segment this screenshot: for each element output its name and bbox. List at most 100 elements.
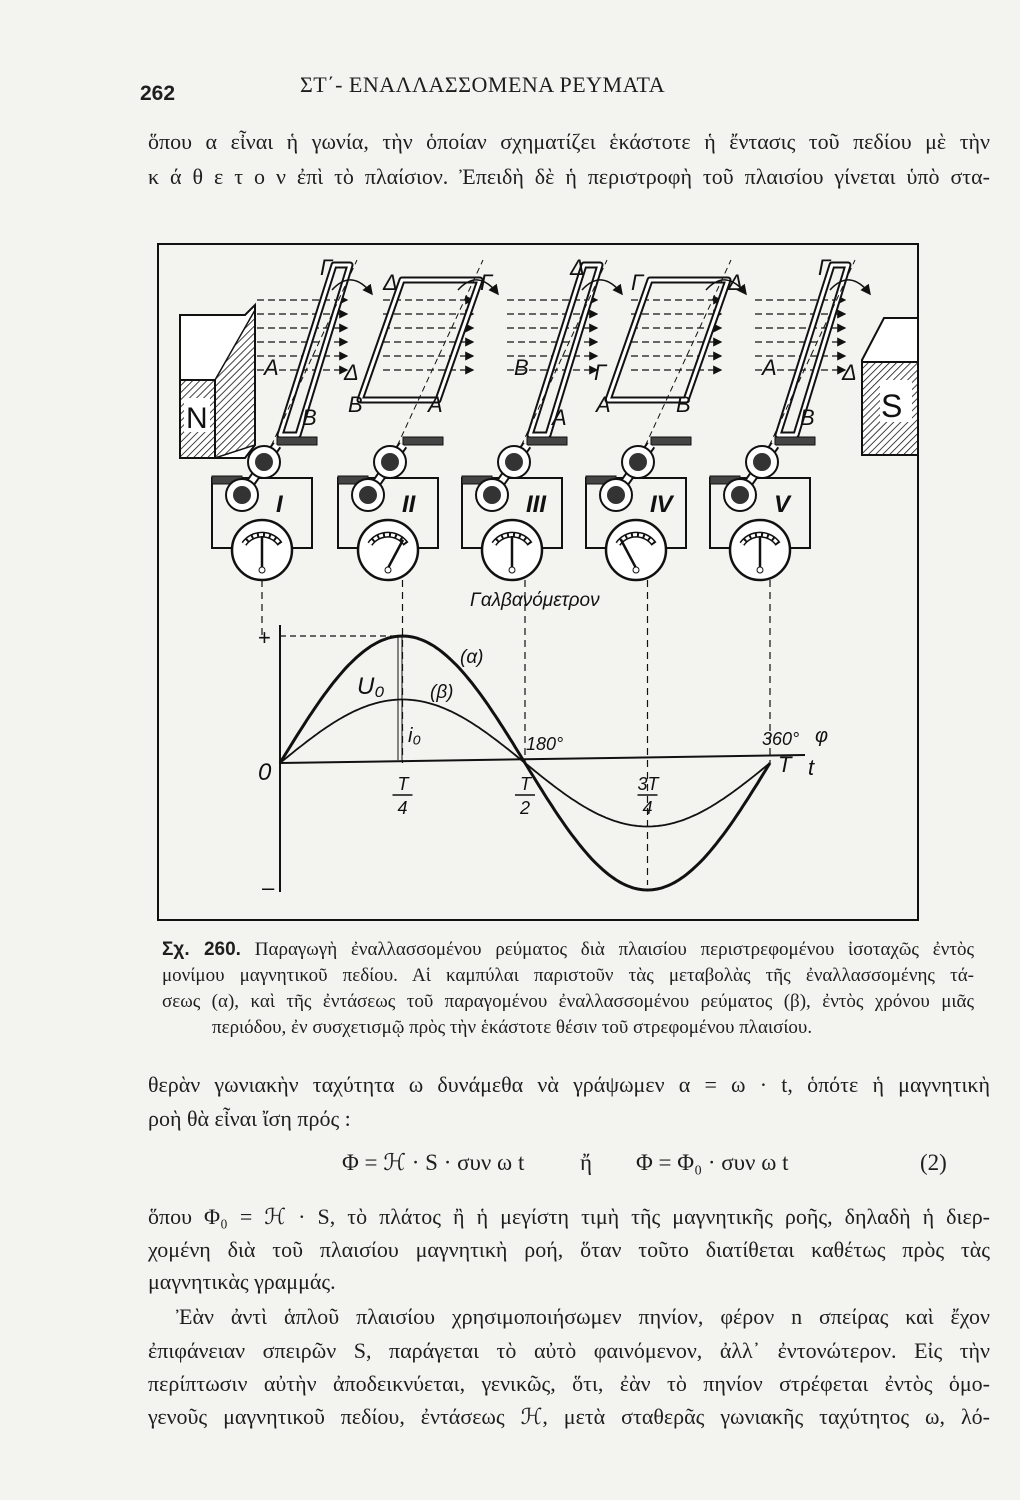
coil-corner-label: Α [550,405,567,430]
galvanometer-pivot [258,566,266,574]
brush-shelf [650,436,692,446]
stand-numeral: V [774,491,792,518]
running-title: ΣΤ΄- ΕΝΑΛΛΑΣΣΟΜΕΝΑ ΡΕΥΜΑΤΑ [300,72,666,97]
equation-left: Φ = ℋ · S · συν ω t [342,1150,525,1175]
galvanometer-label: Γαλβανόμετρον [470,590,600,611]
text-line: ὅπου α εἶναι ἡ γωνία, τὴν ὁποίαν σχηματί… [148,129,990,154]
tick-denominator: 4 [398,798,408,818]
caption-line: μονίμου μαγνητικοῦ πεδίου. Αἱ καμπύλαι π… [162,965,974,986]
i0-label: i₀ [408,725,421,747]
coil-corner-label: Γ [320,255,334,280]
rotation-arrow-icon [581,279,623,296]
galvanometer-pivot [508,566,516,574]
slip-ring-core [483,486,501,504]
coil-corner-label: Δ [727,270,743,295]
slip-ring-core [731,486,749,504]
magnet-south-label: S [881,388,902,424]
tick-numerator: 3T [638,774,661,794]
tick-numerator: T [520,774,533,794]
rotation-axis [640,259,732,456]
galvanometer-pivot [632,566,640,574]
galvanometer-scale-ticks [616,533,656,545]
galvanometer-needle [619,539,638,569]
coil-corner-label: Γ [480,270,494,295]
text-line: μαγνητικὰς γραμμάς. [148,1269,336,1294]
coil-loop-inner [776,263,850,437]
text-line: ροὴ θὰ εἶναι ἴση πρός : [148,1106,351,1131]
tick-denominator: 2 [519,798,530,818]
tick-numerator: T [398,774,411,794]
caption-line: σεως (α), καὶ τῆς ἐντάσεως τοῦ παραγομέν… [162,991,974,1012]
galvanometer-scale-ticks [492,533,532,545]
rotation-axis [266,259,358,456]
rotation-arrow-icon [331,279,373,296]
brush-shelf [276,436,318,446]
curve-a-label: (α) [460,647,484,668]
rotation-axis [764,259,856,456]
u0-label: U₀ [357,673,384,700]
caption-text: Παραγωγὴ ἐναλλασσομένου ρεύματος διὰ πλα… [254,939,974,960]
slip-ring-core [255,453,273,471]
origin-label: 0 [258,759,272,786]
plus-label: + [258,625,271,650]
text-line: κ ά θ ε τ ο ν ἐπὶ τὸ πλαίσιον. Ἐπειδὴ δὲ… [148,164,990,189]
magnet-north-label: N [186,402,208,435]
caption-line: περιόδου, ἐν συσχετισμῷ πρὸς τὴν ἑκάστοτ… [212,1017,813,1038]
text-line: ὅπου Φ₀ = ℋ · S, τὸ πλάτος ἢ ἡ μεγίστη τ… [148,1204,990,1229]
magnet-south: S [861,317,919,456]
galvanometer-needle [386,539,405,569]
amplitude-bracket [397,636,403,760]
coil-corner-label: Α [426,392,443,417]
galvanometer-icon [356,518,420,582]
coil-corner-label: Β [348,392,363,417]
text-line: ἐπιφάνειαν σπειρῶν S, παράγεται τὸ αὐτὸ … [148,1338,990,1363]
phi-label: φ [815,725,828,747]
rotation-axis [516,259,608,456]
coil-corner-label: Β [800,405,815,430]
rotation-arrow-icon [457,279,499,296]
brush-shelf [774,436,816,446]
curve-current-b [279,698,771,828]
slip-ring-core [629,453,647,471]
coil-loop [604,276,732,404]
equation-number: (2) [920,1150,947,1175]
coil-corner-label: Δ [382,270,398,295]
coil-corner-label: Γ [631,270,645,295]
caption-line: Σχ. 260. Παραγωγὴ ἐναλλασσομένου ρεύματο… [162,938,974,962]
rotation-axis [392,259,484,456]
galvanometer-scale-ticks [740,533,780,545]
text-line: περίπτωσιν αὐτὴν ἀποδεικνύεται, γενικῶς,… [148,1371,990,1396]
caption-label: Σχ. 260. [162,939,241,960]
magnet-north: N [179,302,256,460]
stand-numeral: I [276,491,284,518]
text-line: χομένη διὰ τοῦ πλαισίου μαγνητικὴ ροή, ὅ… [148,1237,990,1262]
text-line: Ἐὰν ἀντὶ ἁπλοῦ πλαισίου χρησιμοποιήσωμεν… [176,1304,990,1329]
galvanometer-pivot [756,566,764,574]
stand-numeral: II [402,491,417,518]
coil-loop-inner [278,263,352,437]
time-label: t [808,755,815,780]
coil-corner-label: Α [594,392,611,417]
slip-ring-core [505,453,523,471]
figure-frame [157,243,919,921]
equation-right: Φ = Φ₀ · συν ω t [636,1150,789,1175]
slip-ring-core [359,486,377,504]
coil-loop [356,276,484,404]
page-number: 262 [140,82,176,105]
coil-stand: Δ Γ Β Α II [337,259,499,582]
coil-corner-label: Α [262,355,279,380]
equation-conj: ἤ [580,1150,593,1175]
stand-numeral: III [526,491,547,518]
rotation-arrow-icon [829,279,871,296]
coil-corner-label: Δ [841,360,857,385]
x-axis [279,754,806,764]
slip-ring-core [381,453,399,471]
brush-shelf [526,436,568,446]
rotation-arrow-icon [705,279,747,296]
tick-denominator: 4 [643,798,653,818]
coil-corner-label: Γ [818,255,832,280]
coil-corner-label: Δ [569,255,585,280]
